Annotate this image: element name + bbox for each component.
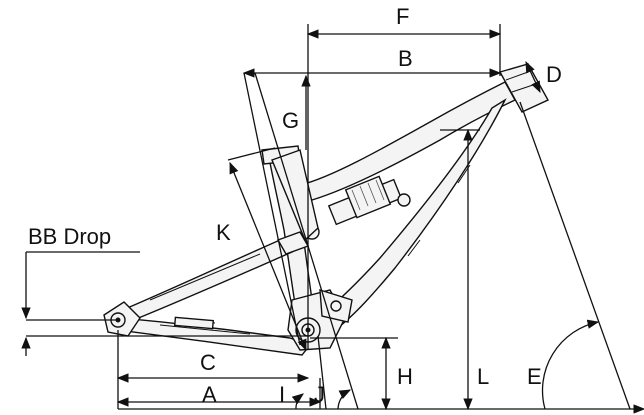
label-k: K: [216, 220, 231, 245]
rear-shock: [304, 175, 411, 240]
label-e: E: [527, 364, 542, 389]
label-j: J: [314, 382, 325, 407]
label-f: F: [396, 4, 409, 29]
label-bb-drop: BB Drop: [28, 224, 111, 249]
label-b: B: [398, 46, 413, 71]
label-d: D: [546, 62, 562, 87]
bike-frame: [103, 63, 549, 356]
label-a: A: [202, 382, 217, 407]
bottom-bracket: [287, 289, 353, 351]
label-i: I: [279, 382, 285, 407]
label-c: C: [200, 350, 216, 375]
label-g: G: [282, 108, 299, 133]
dimension-labels: F B D G K BB Drop C A I J H L E: [28, 4, 562, 407]
dimension-lines: [21, 24, 644, 414]
label-l: L: [477, 364, 489, 389]
label-h: H: [397, 364, 413, 389]
